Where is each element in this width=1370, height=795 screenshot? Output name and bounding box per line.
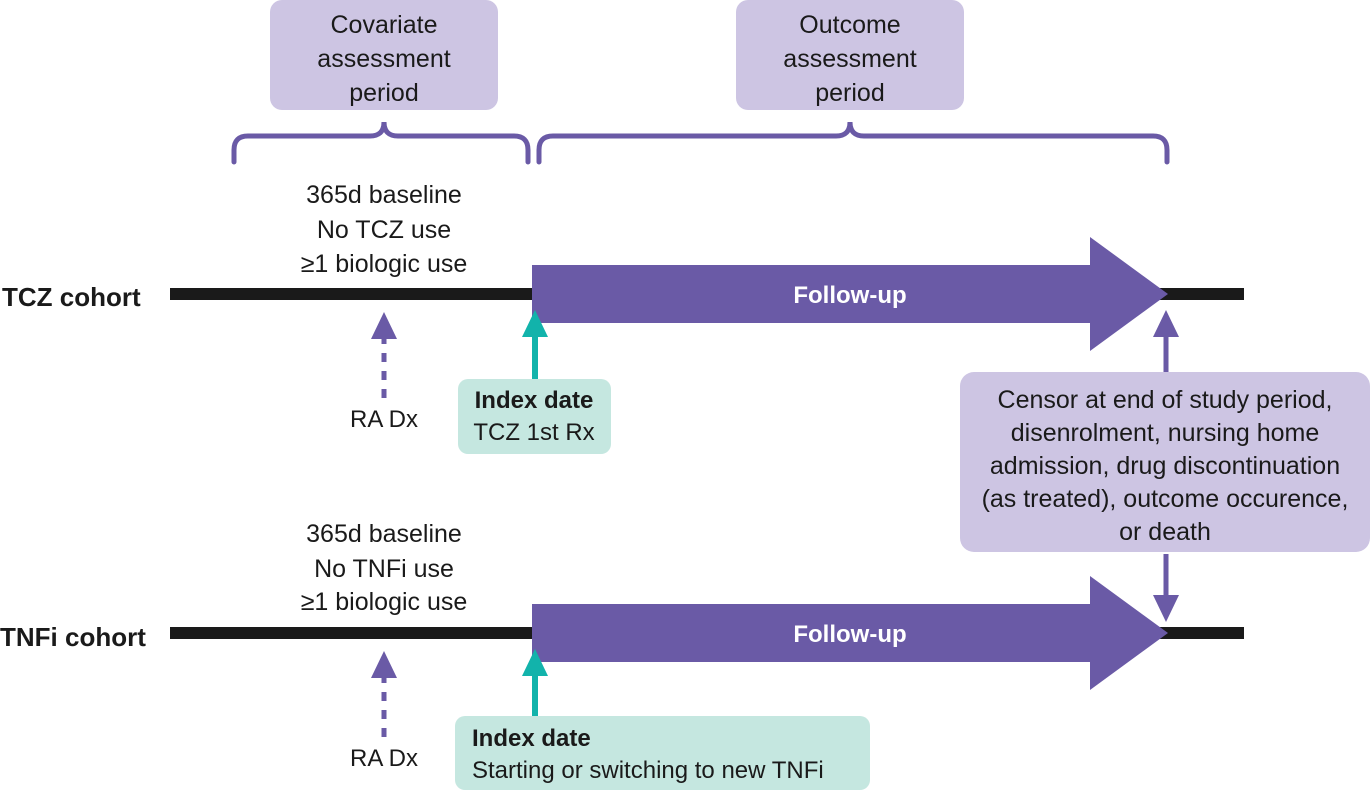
- tnfi-index-box-title: Index date: [472, 725, 591, 752]
- censor-line-1: Censor at end of study period,: [998, 386, 1333, 414]
- tcz-cohort-label: TCZ cohort: [2, 282, 141, 312]
- tnfi-baseline-line1: 365d baseline: [306, 520, 462, 548]
- tcz-baseline-line2: No TCZ use: [317, 216, 451, 244]
- tcz-baseline-line3: ≥1 biologic use: [301, 250, 468, 278]
- tcz-followup-arrow: [532, 237, 1168, 351]
- tcz-baseline-text: 365d baseline No TCZ use ≥1 biologic use: [301, 181, 468, 278]
- tnfi-index-box-detail: Starting or switching to new TNFi: [472, 757, 824, 784]
- covariate-box-shape: [270, 0, 498, 110]
- tnfi-baseline-line3: ≥1 biologic use: [301, 588, 468, 616]
- censor-line-3: admission, drug discontinuation: [990, 452, 1340, 480]
- outcome-box-shape: [736, 0, 964, 110]
- outcome-period-brace: [536, 121, 1170, 165]
- tcz-baseline-line1: 365d baseline: [306, 181, 462, 209]
- covariate-period-brace: [231, 121, 531, 165]
- tnfi-ra-dx-arrow: [371, 651, 397, 737]
- tnfi-baseline-line2: No TNFi use: [314, 555, 454, 583]
- outcome-box-line3: period: [815, 79, 885, 107]
- outcome-box-line2: assessment: [783, 45, 916, 73]
- tnfi-index-date-arrow: [522, 649, 548, 720]
- censor-line-2: disenrolment, nursing home: [1011, 419, 1320, 447]
- covariate-box-line2: assessment: [317, 45, 450, 73]
- tnfi-followup-label: Follow-up: [793, 621, 906, 648]
- tnfi-followup-arrow: [532, 576, 1168, 690]
- tnfi-ra-dx-label: RA Dx: [350, 745, 418, 772]
- censor-line-5: or death: [1119, 518, 1211, 546]
- tnfi-baseline-text: 365d baseline No TNFi use ≥1 biologic us…: [301, 520, 468, 616]
- covariate-box-line3: period: [349, 79, 419, 107]
- outcome-assessment-period-box: Outcome assessment period: [736, 0, 964, 110]
- tnfi-index-date-box: Index date Starting or switching to new …: [455, 716, 870, 790]
- outcome-box-line1: Outcome: [799, 11, 900, 39]
- tnfi-cohort-label: TNFi cohort: [0, 622, 146, 652]
- tcz-ra-dx-label: RA Dx: [350, 406, 418, 433]
- censor-line-4: (as treated), outcome occurence,: [982, 485, 1349, 513]
- censor-box: Censor at end of study period, disenrolm…: [960, 372, 1370, 552]
- tcz-index-box-title: Index date: [475, 387, 594, 414]
- tcz-index-date-box: Index date TCZ 1st Rx: [458, 379, 611, 454]
- covariate-box-line1: Covariate: [331, 11, 438, 39]
- tcz-index-box-shape: [458, 379, 611, 454]
- covariate-assessment-period-box: Covariate assessment period: [270, 0, 498, 110]
- tcz-index-date-arrow: [522, 310, 548, 382]
- tnfi-index-box-shape: [455, 716, 870, 790]
- tcz-followup-label: Follow-up: [793, 282, 906, 309]
- censor-to-tcz-arrow: [1153, 310, 1179, 372]
- tcz-index-box-detail: TCZ 1st Rx: [473, 419, 594, 446]
- tcz-ra-dx-arrow: [371, 312, 397, 398]
- censor-box-shape: [960, 372, 1370, 552]
- censor-to-tnfi-arrow: [1153, 554, 1179, 622]
